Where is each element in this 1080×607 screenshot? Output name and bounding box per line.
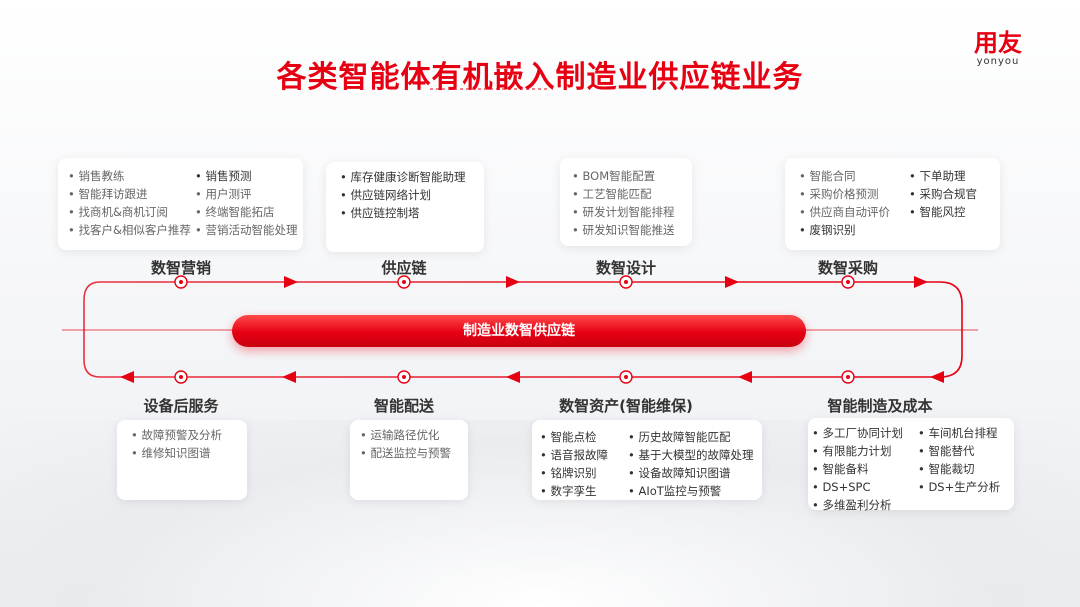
arrow-right-icon bbox=[284, 276, 298, 288]
list-item: 废钢识别 bbox=[799, 221, 890, 239]
stage-label-assets: 数智资产(智能维保) bbox=[559, 397, 693, 415]
title-underline bbox=[430, 88, 550, 90]
list-item: 智能替代 bbox=[918, 442, 1000, 460]
list-item: 智能合同 bbox=[799, 167, 890, 185]
arrow-left-icon bbox=[120, 371, 134, 383]
list-item: 智能拜访跟进 bbox=[68, 185, 191, 203]
node-procurement bbox=[841, 275, 855, 289]
card-delivery: 运输路径优化 配送监控与预警 bbox=[350, 420, 468, 500]
list-item: 工艺智能匹配 bbox=[572, 185, 674, 203]
node-manufacturing bbox=[841, 370, 855, 384]
stage-label-design: 数智设计 bbox=[595, 259, 656, 277]
list-item: 智能点检 bbox=[540, 428, 608, 446]
stage-label-procurement: 数智采购 bbox=[817, 259, 878, 277]
stage-label-marketing: 数智营销 bbox=[150, 259, 211, 277]
stage-label-after-service: 设备后服务 bbox=[143, 397, 219, 415]
list-item: 找客户&相似客户推荐 bbox=[68, 221, 190, 239]
list-item: 智能风控 bbox=[909, 203, 977, 221]
list-item: 供应链控制塔 bbox=[340, 204, 465, 222]
stage-label-manufacturing: 智能制造及成本 bbox=[827, 397, 933, 415]
arrow-left-icon bbox=[738, 371, 752, 383]
list-item: 语音报故障 bbox=[540, 446, 608, 464]
card-supply-col1: 库存健康诊断智能助理 供应链网络计划 供应链控制塔 bbox=[340, 168, 465, 222]
card-marketing-col2: 销售预测 用户测评 终端智能拓店 营销活动智能处理 bbox=[195, 167, 297, 239]
arrow-left-icon bbox=[282, 371, 296, 383]
list-item: 数字孪生 bbox=[540, 482, 608, 500]
card-design-col1: BOM智能配置 工艺智能匹配 研发计划智能排程 研发知识智能推送 bbox=[572, 167, 674, 239]
list-item: 下单助理 bbox=[909, 167, 977, 185]
stage-label-supply: 供应链 bbox=[381, 259, 427, 277]
list-item: 终端智能拓店 bbox=[195, 203, 297, 221]
card-marketing-col1: 销售教练 智能拜访跟进 找商机&商机订阅 找客户&相似客户推荐 bbox=[68, 167, 191, 239]
list-item: 设备故障知识图谱 bbox=[628, 464, 753, 482]
center-banner: 制造业数智供应链 bbox=[232, 315, 806, 347]
list-item: 供应链网络计划 bbox=[340, 186, 465, 204]
list-item: 多工厂协同计划 bbox=[812, 424, 903, 442]
list-item: BOM智能配置 bbox=[572, 167, 674, 185]
list-item: 营销活动智能处理 bbox=[195, 221, 297, 239]
card-procurement-col1: 智能合同 采购价格预测 供应商自动评价 废钢识别 bbox=[799, 167, 890, 239]
list-item: 多维盈利分析 bbox=[812, 496, 903, 514]
list-item: 研发计划智能排程 bbox=[572, 203, 674, 221]
list-item: 运输路径优化 bbox=[360, 426, 451, 444]
node-supply bbox=[397, 275, 411, 289]
yonyou-logo: 用友 yonyou bbox=[966, 30, 1030, 68]
card-after-service-col1: 故障预警及分析 维修知识图谱 bbox=[131, 426, 222, 462]
node-assets bbox=[619, 370, 633, 384]
list-item: 用户测评 bbox=[195, 185, 297, 203]
card-marketing: 销售教练 智能拜访跟进 找商机&商机订阅 找客户&相似客户推荐 销售预测 用户测… bbox=[58, 158, 303, 250]
list-item: 研发知识智能推送 bbox=[572, 221, 674, 239]
list-item: 基于大模型的故障处理 bbox=[628, 446, 753, 464]
stage-label-delivery: 智能配送 bbox=[373, 397, 434, 415]
card-procurement-col2: 下单助理 采购合规官 智能风控 bbox=[909, 167, 977, 221]
list-item: 车间机台排程 bbox=[918, 424, 1000, 442]
card-assets: 智能点检 语音报故障 铭牌识别 数字孪生 历史故障智能匹配 基于大模型的故障处理… bbox=[532, 420, 762, 500]
list-item: 有限能力计划 bbox=[812, 442, 903, 460]
list-item: 智能裁切 bbox=[918, 460, 1000, 478]
arrow-right-icon bbox=[725, 276, 739, 288]
arrow-right-icon bbox=[506, 276, 520, 288]
arrow-left-icon bbox=[930, 371, 944, 383]
list-item: 采购合规官 bbox=[909, 185, 977, 203]
node-design bbox=[619, 275, 633, 289]
list-item: DS+生产分析 bbox=[918, 478, 1000, 496]
list-item: 智能备料 bbox=[812, 460, 903, 478]
list-item: 找商机&商机订阅 bbox=[68, 203, 191, 221]
node-marketing bbox=[174, 275, 188, 289]
card-manufacturing-col2: 车间机台排程 智能替代 智能裁切 DS+生产分析 bbox=[918, 424, 1000, 496]
arrow-left-icon bbox=[506, 371, 520, 383]
list-item: 库存健康诊断智能助理 bbox=[340, 168, 465, 186]
list-item: 维修知识图谱 bbox=[131, 444, 222, 462]
list-item: 供应商自动评价 bbox=[799, 203, 890, 221]
card-design: BOM智能配置 工艺智能匹配 研发计划智能排程 研发知识智能推送 bbox=[560, 158, 692, 246]
card-delivery-col1: 运输路径优化 配送监控与预警 bbox=[360, 426, 451, 462]
card-manufacturing-col1: 多工厂协同计划 有限能力计划 智能备料 DS+SPC 多维盈利分析 bbox=[812, 424, 903, 514]
list-item: 销售预测 bbox=[195, 167, 297, 185]
node-delivery bbox=[397, 370, 411, 384]
list-item: 配送监控与预警 bbox=[360, 444, 451, 462]
card-procurement: 智能合同 采购价格预测 供应商自动评价 废钢识别 下单助理 采购合规官 智能风控 bbox=[785, 158, 1000, 250]
card-assets-col2: 历史故障智能匹配 基于大模型的故障处理 设备故障知识图谱 AIoT监控与预警 bbox=[628, 428, 753, 500]
list-item: 销售教练 bbox=[68, 167, 191, 185]
list-item: 采购价格预测 bbox=[799, 185, 890, 203]
list-item: 历史故障智能匹配 bbox=[628, 428, 753, 446]
list-item: AIoT监控与预警 bbox=[628, 482, 753, 500]
card-after-service: 故障预警及分析 维修知识图谱 bbox=[117, 420, 247, 500]
node-after-service bbox=[174, 370, 188, 384]
list-item: DS+SPC bbox=[812, 478, 903, 496]
logo-subtext: yonyou bbox=[976, 56, 1020, 67]
card-assets-col1: 智能点检 语音报故障 铭牌识别 数字孪生 bbox=[540, 428, 608, 500]
card-manufacturing: 多工厂协同计划 有限能力计划 智能备料 DS+SPC 多维盈利分析 车间机台排程… bbox=[808, 418, 1014, 512]
list-item: 铭牌识别 bbox=[540, 464, 608, 482]
arrow-right-icon bbox=[914, 276, 928, 288]
logo-mark: 用友 bbox=[974, 29, 1022, 57]
list-item: 故障预警及分析 bbox=[131, 426, 222, 444]
card-supply: 库存健康诊断智能助理 供应链网络计划 供应链控制塔 bbox=[326, 162, 484, 252]
